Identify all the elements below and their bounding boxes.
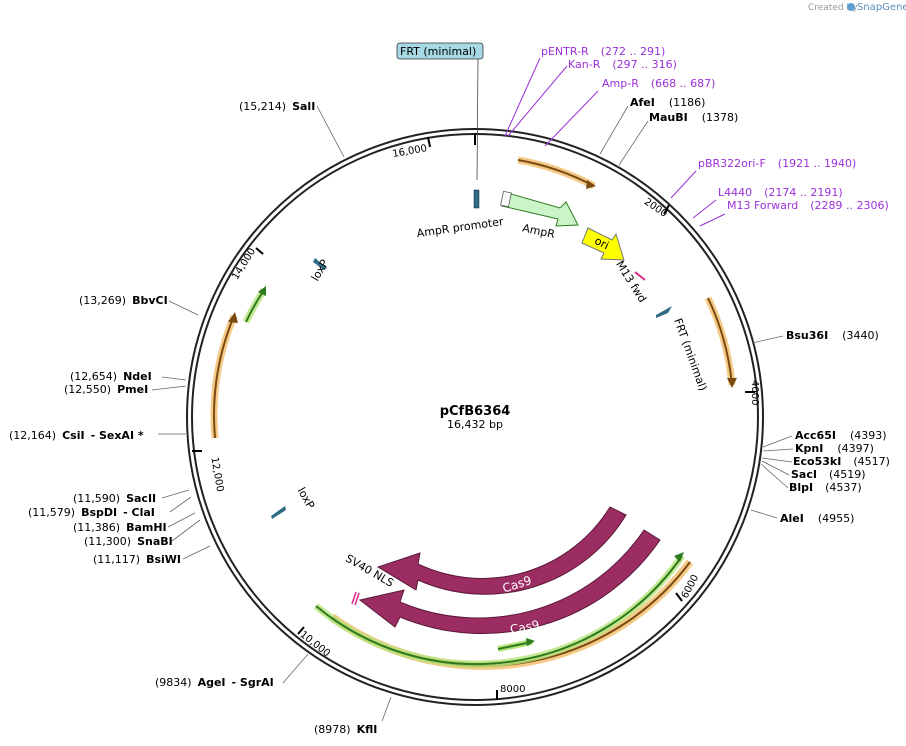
tick-10000 xyxy=(297,626,305,635)
site-eco53ki: Eco53kI(4517) xyxy=(793,455,890,468)
green-feature-left-arrow xyxy=(258,286,266,296)
orange-feature-right-arrow xyxy=(727,378,737,388)
primer-m13-forward: M13 Forward(2289 .. 2306) xyxy=(727,199,889,212)
orange-feature-top-arrow xyxy=(586,180,596,189)
tick-6000 xyxy=(675,592,683,602)
cas9-features: Cas9 Cas9 xyxy=(358,506,661,637)
left-restriction-sites: (15,214)SalI (13,269)BbvCI (12,654)NdeI … xyxy=(9,100,392,736)
sv40-nls-marker xyxy=(351,591,360,606)
primer-pbr322ori-f: pBR322ori-F(1921 .. 1940) xyxy=(698,157,856,170)
m13-fwd-label: M13 fwd xyxy=(613,258,649,304)
tick-label-10000: 10,000 xyxy=(298,629,332,659)
ampr-promoter-label: AmpR promoter xyxy=(416,215,505,240)
primer-labels: pENTR-R(272 .. 291) Kan-R(297 .. 316) Am… xyxy=(504,45,889,227)
orange-feature-right-glow xyxy=(704,296,736,386)
ori-label: ori xyxy=(592,234,611,252)
ampr-start-box xyxy=(500,190,512,208)
site-saci: SacI(4519) xyxy=(791,468,866,481)
site-afei: AfeI(1186) xyxy=(630,96,705,109)
frt-callout-line xyxy=(476,57,479,181)
cas9-inner-arrow xyxy=(376,506,627,595)
frt-minimal-marker xyxy=(656,306,672,318)
primer-leader-lines xyxy=(504,57,726,227)
frt-callout-box xyxy=(396,42,484,60)
site-snabi: (11,300)SnaBI xyxy=(84,535,173,548)
site-acc65i: Acc65I(4393) xyxy=(795,429,887,442)
frt-callout-label: FRT (minimal) xyxy=(400,45,476,58)
green-feature-left xyxy=(245,289,265,323)
loxp-bottom-label: loxP xyxy=(295,485,318,511)
snapgene-credit: Created by SnapGene xyxy=(808,2,906,13)
loxp-bottom-marker xyxy=(271,506,286,519)
credit-brand: SnapGene xyxy=(857,2,906,13)
ori-arrow xyxy=(581,227,625,261)
site-kpni: KpnI(4397) xyxy=(795,442,874,455)
green-short-feature xyxy=(497,641,533,650)
site-ndei: (12,654)NdeI xyxy=(70,370,152,383)
site-csii: (12,164)CsiI- SexAI * xyxy=(9,429,144,442)
site-kfli: (8978)KflI xyxy=(314,723,377,736)
frt-minimal-label: FRT (minimal) xyxy=(671,317,709,393)
tick-2000 xyxy=(663,204,670,215)
tick-label-8000: 8000 xyxy=(500,684,525,695)
green-feature-bottom xyxy=(315,555,683,666)
cas9-outer-label: Cas9 xyxy=(509,618,541,637)
site-pmei: (12,550)PmeI xyxy=(64,383,148,396)
tick-label-12000: 12,000 xyxy=(208,456,225,492)
site-bspdi: (11,579)BspDI- ClaI xyxy=(28,506,155,519)
plasmid-size: 16,432 bp xyxy=(447,418,503,431)
site-alei: AleI(4955) xyxy=(780,512,854,525)
site-agei: (9834)AgeI- SgrAI xyxy=(155,676,274,689)
right-site-leader-lines xyxy=(599,105,794,519)
loxp-top-label: loxP xyxy=(309,257,332,283)
tick-16000 xyxy=(427,136,431,148)
site-bsiwi: (11,117)BsiWI xyxy=(93,553,181,566)
site-blpi: BlpI(4537) xyxy=(789,481,862,494)
ampr-arrow xyxy=(501,191,579,227)
ampr-promoter-marker xyxy=(473,189,480,209)
snapgene-logo-icon xyxy=(847,3,855,11)
tick-14000 xyxy=(255,247,264,255)
site-bbvci: (13,269)BbvCI xyxy=(79,294,168,307)
green-feature-bottom-arrow xyxy=(674,552,684,562)
plasmid-name: pCfB6364 xyxy=(440,404,511,419)
primer-kan-r: Kan-R(297 .. 316) xyxy=(568,58,677,71)
credit-prefix: Created by xyxy=(808,3,858,13)
orange-feature-left-arrow xyxy=(228,312,238,323)
orange-feature-left xyxy=(213,315,235,439)
ampr-label: AmpR xyxy=(521,221,556,241)
site-sali: (15,214)SalI xyxy=(239,100,315,113)
primer-l4440: L4440(2174 .. 2191) xyxy=(718,186,843,199)
primer-amp-r: Amp-R(668 .. 687) xyxy=(602,77,715,90)
site-sacii: (11,590)SacII xyxy=(73,492,156,505)
cas9-outer-arrow xyxy=(358,529,661,634)
loxp-top-marker xyxy=(313,258,327,270)
tick-label-4000: 4000 xyxy=(749,380,760,405)
primer-pentr-r: pENTR-R(272 .. 291) xyxy=(541,45,665,58)
site-bsu36i: Bsu36I(3440) xyxy=(786,329,879,342)
right-restriction-sites: AfeI(1186) MauBI(1378) Bsu36I(3440) Acc6… xyxy=(599,96,890,525)
m13-fwd-marker xyxy=(634,271,646,281)
backbone-outer-ring xyxy=(186,128,764,706)
green-short-arrow xyxy=(526,638,535,646)
green-features xyxy=(242,286,685,668)
left-site-leader-lines xyxy=(151,105,392,722)
tick-marks xyxy=(192,133,755,700)
site-maubi: MauBI(1378) xyxy=(649,111,738,124)
site-bamhi: (11,386)BamHI xyxy=(73,521,167,534)
orange-feature-top-glow xyxy=(517,156,596,190)
